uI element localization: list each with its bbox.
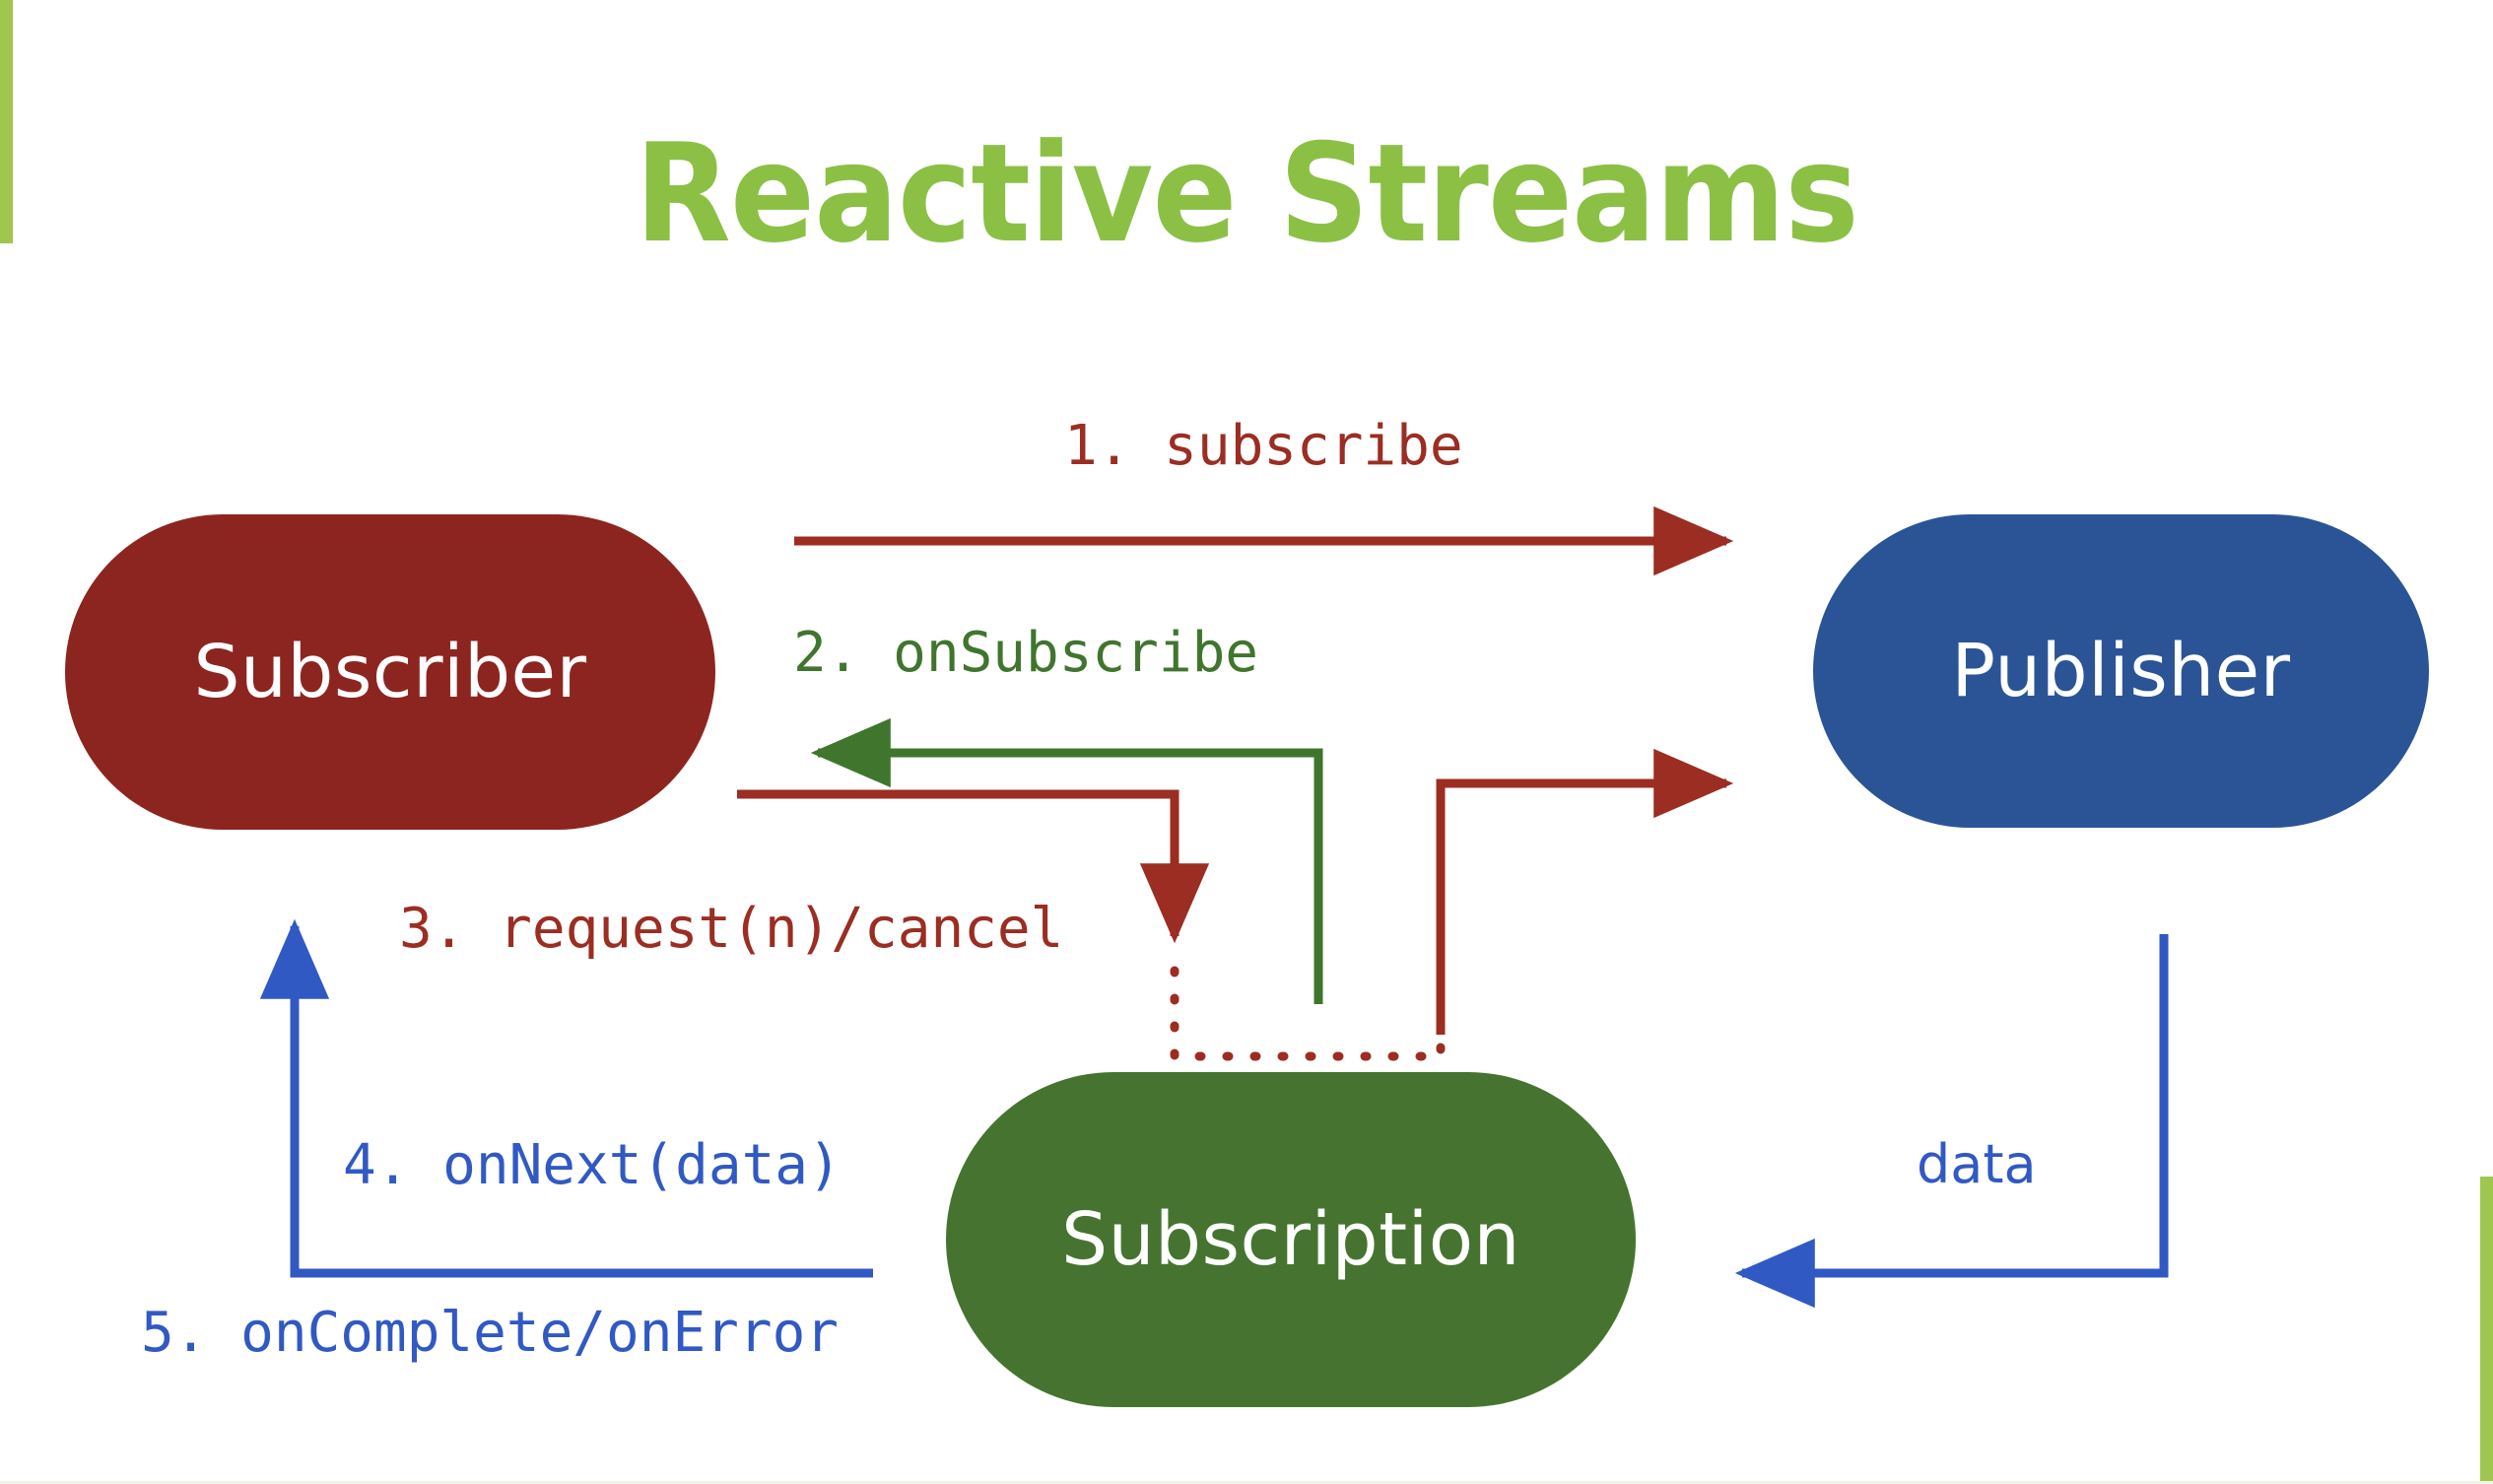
connector-onnext-oncomplete (259, 918, 873, 1278)
node-subscription-label: Subscription (1061, 1197, 1520, 1282)
edge-label-request-cancel: 3. request(n)/cancel (399, 897, 1064, 961)
connector-onsubscribe (810, 717, 1323, 1004)
edge-label-data: data (1917, 1133, 2037, 1195)
connector-data (1734, 934, 2169, 1309)
node-subscriber[interactable]: Subscriber (65, 514, 715, 830)
page-title: Reactive Streams (635, 114, 1859, 273)
accent-bar-bottom (0, 1481, 2493, 1484)
connector-subscription-to-publisher (1436, 748, 1734, 1035)
node-publisher[interactable]: Publisher (1813, 514, 2429, 828)
node-subscription[interactable]: Subscription (946, 1072, 1636, 1407)
accent-bar-left (0, 0, 13, 243)
node-subscriber-label: Subscriber (193, 630, 587, 714)
edge-label-onsubscribe: 2. onSubscribe (793, 621, 1259, 685)
edge-label-oncomplete-onerror: 5. onComplete/onError (141, 1301, 840, 1365)
node-publisher-label: Publisher (1951, 629, 2291, 713)
accent-bar-right (2480, 1177, 2493, 1484)
edge-label-subscribe: 1. subscribe (1064, 414, 1463, 478)
edge-label-onnext: 4. onNext(data) (343, 1133, 842, 1197)
connector-dotted-subscription (1170, 966, 1446, 1061)
